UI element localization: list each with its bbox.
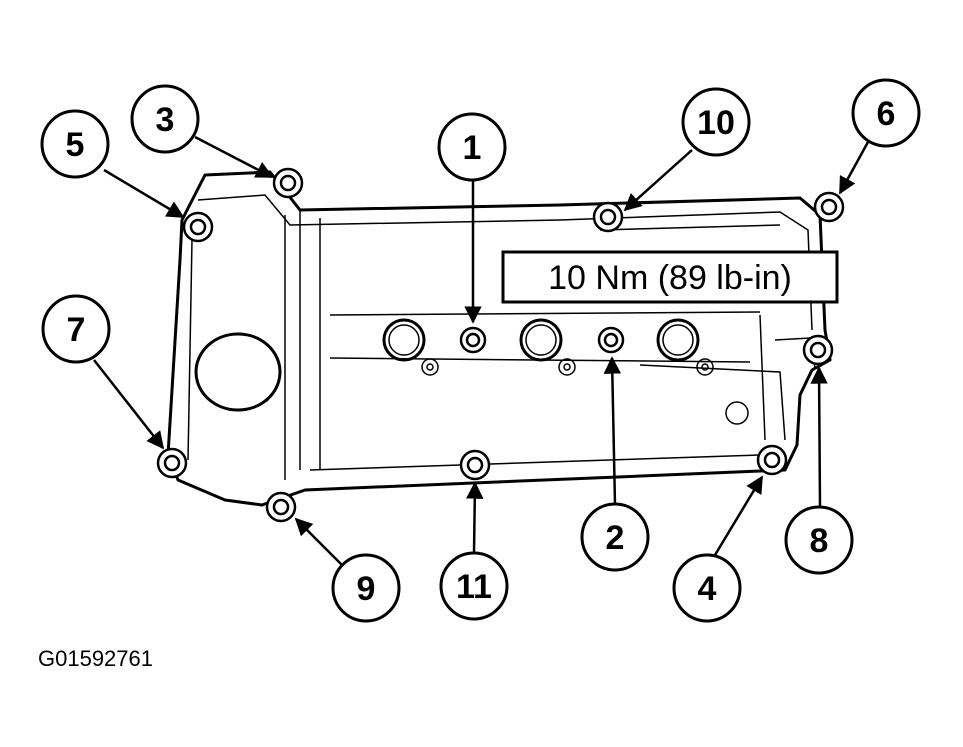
callout-8-text: 8 (810, 522, 829, 560)
valve-cover-outline (166, 170, 832, 507)
callout-5: 5 (40, 109, 110, 179)
callout-8: 8 (784, 505, 854, 575)
bolt-3 (272, 167, 304, 199)
leader-4 (710, 475, 764, 561)
bolt-6 (813, 191, 845, 223)
leader-5 (103, 168, 185, 219)
bolt-7 (156, 447, 188, 479)
leader-7 (93, 359, 165, 450)
callout-1-text: 1 (463, 129, 482, 167)
callout-1: 1 (437, 112, 507, 182)
bolt-5 (182, 211, 214, 243)
callout-4-text: 4 (698, 570, 717, 608)
callout-2-text: 2 (606, 519, 625, 557)
callout-10-text: 10 (697, 104, 735, 142)
callout-5-text: 5 (66, 126, 85, 164)
callout-11-text: 11 (456, 568, 492, 606)
figure-id: G01592761 (38, 646, 153, 671)
callouts: 1 2 3 4 5 6 7 8 9 10 11 (40, 78, 921, 623)
bolt-1 (459, 326, 487, 354)
callout-7-text: 7 (67, 311, 86, 349)
leader-9 (294, 517, 346, 569)
torque-spec-box: 10 Nm (89 lb-in) (501, 250, 839, 304)
callout-4: 4 (672, 553, 742, 623)
callout-11: 11 (439, 551, 509, 621)
callout-10: 10 (681, 87, 751, 157)
bolt-8 (802, 334, 834, 366)
leader-3 (194, 135, 274, 179)
callout-6: 6 (851, 78, 921, 148)
callout-2: 2 (580, 502, 650, 572)
leader-arrows (93, 135, 870, 569)
bolt-10 (592, 201, 624, 233)
torque-spec-text: 10 Nm (89 lb-in) (548, 259, 792, 297)
leader-6 (838, 141, 870, 195)
bolt-4 (756, 444, 788, 476)
bolt-2 (597, 326, 625, 354)
callout-9: 9 (331, 553, 401, 623)
callout-7: 7 (41, 294, 111, 364)
callout-3: 3 (130, 84, 200, 154)
bolts (156, 167, 845, 523)
bolt-9 (265, 491, 297, 523)
leader-11 (466, 481, 484, 554)
callout-3-text: 3 (156, 101, 175, 139)
callout-6-text: 6 (877, 95, 896, 133)
leader-8 (810, 366, 828, 507)
leader-10 (623, 149, 693, 212)
callout-9-text: 9 (357, 570, 376, 608)
bolt-11 (459, 449, 491, 481)
leader-2 (603, 356, 622, 506)
